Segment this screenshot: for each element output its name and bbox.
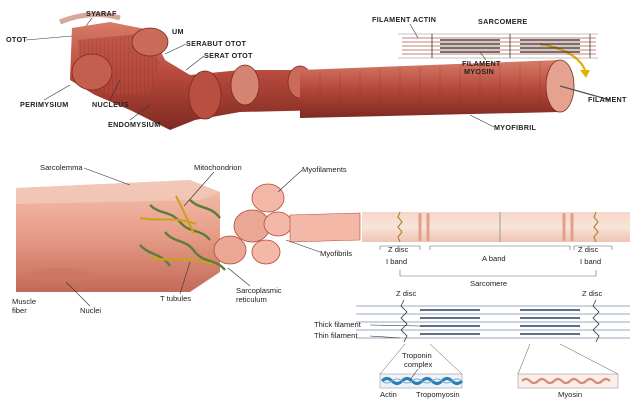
fascicle-end [189, 71, 221, 119]
label-thick-filament: Thick filament [314, 320, 362, 329]
label-z-disc-left: Z disc [388, 245, 408, 254]
fascicle-end [132, 28, 168, 56]
internal-myofibrils [214, 184, 292, 264]
label-sarcomere-top: SARCOMERE [478, 17, 527, 26]
label-sr-2: reticulum [236, 295, 267, 304]
fascicle-end [72, 54, 112, 90]
label-i-band-left: I band [386, 257, 407, 266]
label-perimysium: PERIMYSIUM [20, 100, 69, 109]
label-mitochondrion: Mitochondrion [194, 163, 242, 172]
label-i-band-right: I band [580, 257, 601, 266]
filament-diagram [356, 300, 630, 342]
label-actin: Actin [380, 390, 397, 399]
bottom-muscle-illustration [16, 180, 630, 388]
label-syaraf: SYARAF [86, 9, 117, 18]
label-troponin-2: complex [404, 360, 432, 369]
zoom-arrow-head [580, 70, 590, 78]
label-muscle-fiber-1: Muscle [12, 297, 36, 306]
label-endomysium: ENDOMYSIUM [108, 120, 161, 129]
label-muscle-fiber-2: fiber [12, 306, 27, 315]
label-t-tubules: T tubules [160, 294, 191, 303]
label-nucleus: NUCLEUS [92, 100, 129, 109]
label-z-disc-lower-right: Z disc [582, 289, 602, 298]
label-myofilaments: Myofilaments [302, 165, 347, 174]
label-filament-myosin-2: MYOSIN [464, 67, 494, 76]
label-sarcolemma: Sarcolemma [40, 163, 83, 172]
sarcomere-inset [398, 34, 598, 58]
label-thin-filament: Thin filament [314, 331, 358, 340]
label-sr-1: Sarcoplasmic [236, 286, 282, 295]
label-troponin-1: Troponin [402, 351, 432, 360]
label-z-disc-lower-left: Z disc [396, 289, 416, 298]
label-sarcomere-bottom: Sarcomere [470, 279, 507, 288]
fiber-end [231, 65, 259, 105]
label-a-band: A band [482, 254, 506, 263]
label-epimysium-partial: UM [172, 27, 184, 36]
label-serat-otot: SERAT OTOT [204, 51, 253, 60]
label-otot: OTOT [6, 35, 27, 44]
label-filament: FILAMENT [588, 95, 627, 104]
label-myosin: Myosin [558, 390, 582, 399]
label-filament-actin: FILAMENT ACTIN [372, 15, 436, 24]
top-muscle-illustration [60, 15, 610, 130]
sarcomere-band [362, 212, 630, 242]
myofibril-tube [300, 60, 560, 118]
nucleus [30, 268, 90, 284]
myofibril-extension [290, 213, 360, 242]
label-nuclei: Nuclei [80, 306, 101, 315]
label-myofibril: MYOFIBRIL [494, 123, 537, 132]
label-z-disc-right: Z disc [578, 245, 598, 254]
label-myofibrils: Myofibrils [320, 249, 352, 258]
label-tropomyosin: Tropomyosin [416, 390, 460, 399]
label-serabut-otot: SERABUT OTOT [186, 39, 246, 48]
